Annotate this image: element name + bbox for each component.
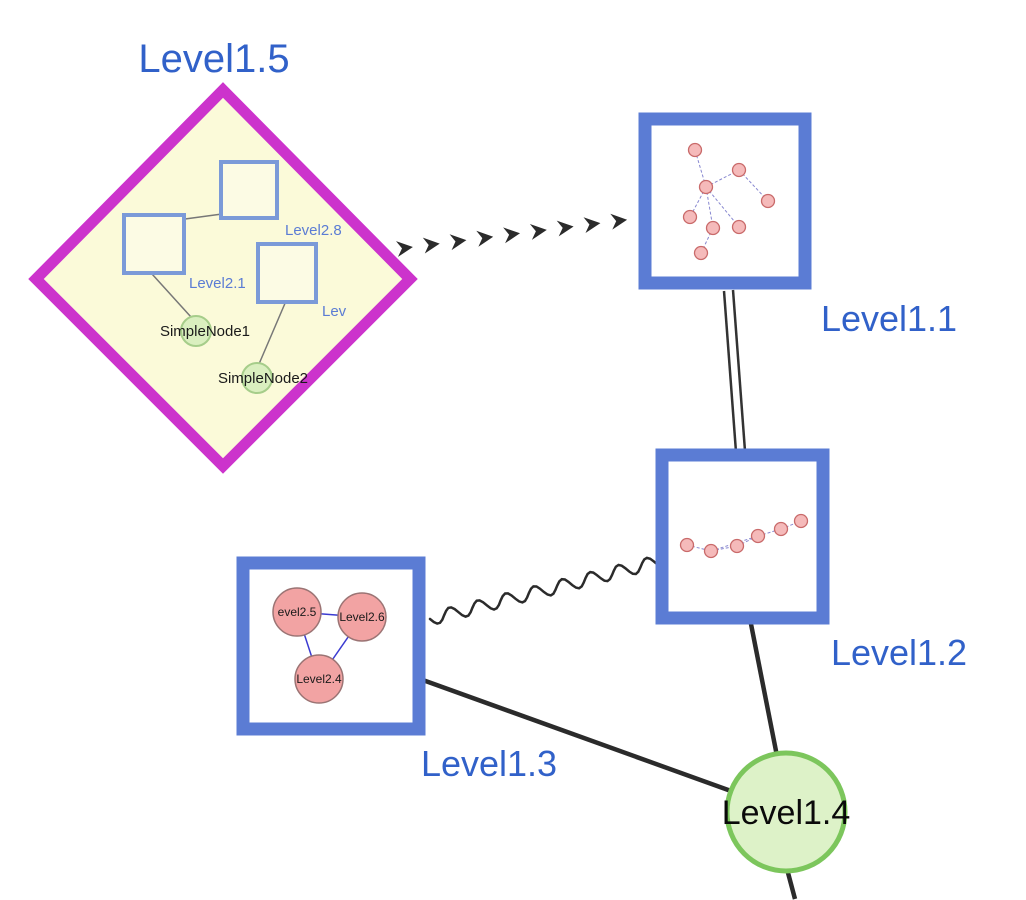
subgraph-node[interactable] bbox=[750, 528, 766, 544]
dashed-arrow-segment bbox=[610, 213, 628, 230]
dashed-arrow-level15-level11[interactable] bbox=[396, 213, 628, 257]
label-lev: Lev bbox=[322, 303, 347, 320]
node-level21[interactable] bbox=[122, 213, 186, 275]
label-level21: Level2.1 bbox=[189, 275, 246, 292]
subgraph-node[interactable] bbox=[705, 220, 721, 236]
label-level25: evel2.5 bbox=[278, 605, 317, 619]
node-level26[interactable] bbox=[337, 592, 387, 642]
subgraph-node[interactable] bbox=[703, 543, 719, 559]
inner-edge-level21-simplenode1 bbox=[151, 273, 192, 318]
node-level15-diamond[interactable]: Level2.8 Level2.1 Lev SimpleNode1 Simple… bbox=[28, 82, 418, 474]
label-level15: Level1.5 bbox=[138, 37, 289, 81]
dashed-arrow-segment bbox=[396, 241, 413, 257]
dashed-arrow-segment bbox=[449, 234, 467, 251]
label-simplenode1: SimpleNode1 bbox=[160, 323, 250, 340]
node-lev[interactable] bbox=[256, 242, 318, 304]
subgraph-node[interactable] bbox=[679, 537, 695, 553]
node-level12-box[interactable] bbox=[655, 448, 830, 625]
node-level14[interactable] bbox=[724, 750, 848, 874]
node-level25[interactable] bbox=[272, 587, 322, 637]
label-level26: Level2.6 bbox=[339, 610, 385, 624]
label-level11: Level1.1 bbox=[821, 298, 957, 339]
dashed-arrow-segment bbox=[476, 230, 494, 247]
level12-frame[interactable] bbox=[655, 448, 830, 625]
subgraph-node[interactable] bbox=[693, 245, 709, 261]
double-edge-line-1[interactable] bbox=[722, 290, 738, 453]
inner-edge-lev-simplenode2 bbox=[258, 300, 287, 365]
node-level28[interactable] bbox=[219, 160, 279, 220]
subgraph-node[interactable] bbox=[773, 521, 789, 537]
subgraph-edge bbox=[736, 535, 759, 547]
dashed-arrow-segment bbox=[503, 227, 520, 244]
level12-subgraph bbox=[679, 513, 809, 559]
node-level13-box[interactable]: evel2.5 Level2.6 Level2.4 bbox=[236, 556, 426, 736]
subgraph-node[interactable] bbox=[687, 142, 703, 158]
dashed-arrow-segment bbox=[583, 217, 601, 233]
node-simplenode1[interactable] bbox=[180, 315, 212, 347]
level11-subgraph bbox=[682, 142, 776, 261]
label-level14: Level1.4 bbox=[722, 794, 851, 832]
edge-level12-level14[interactable] bbox=[748, 623, 780, 757]
subgraph-node[interactable] bbox=[729, 538, 745, 554]
level13-frame[interactable] bbox=[236, 556, 426, 736]
subgraph-edge bbox=[710, 535, 759, 552]
label-level12: Level1.2 bbox=[831, 632, 967, 673]
level14-circle[interactable] bbox=[724, 750, 848, 874]
subgraph-node[interactable] bbox=[731, 162, 747, 178]
subgraph-node[interactable] bbox=[682, 209, 698, 225]
subgraph-node[interactable] bbox=[698, 179, 714, 195]
subgraph-node[interactable] bbox=[760, 193, 776, 209]
node-level11-box[interactable] bbox=[638, 112, 812, 290]
subgraph-edge bbox=[705, 186, 740, 228]
subgraph-node[interactable] bbox=[731, 219, 747, 235]
edge-level13-level14[interactable] bbox=[419, 676, 732, 794]
node-simplenode2[interactable] bbox=[241, 362, 273, 394]
edge-level14-stub[interactable] bbox=[784, 868, 798, 900]
level11-frame[interactable] bbox=[638, 112, 812, 290]
dashed-arrow-segment bbox=[422, 237, 440, 254]
subgraph-node[interactable] bbox=[793, 513, 809, 529]
label-level28: Level2.8 bbox=[285, 222, 342, 239]
dashed-arrow-segment bbox=[556, 220, 574, 237]
dashed-arrow-segment bbox=[529, 224, 547, 240]
node-level24[interactable] bbox=[294, 654, 344, 704]
double-edge-line-2[interactable] bbox=[731, 289, 747, 452]
label-level13: Level1.3 bbox=[421, 743, 557, 784]
diamond-shape[interactable] bbox=[28, 82, 418, 474]
edges-layer bbox=[396, 213, 798, 900]
wavy-edge-level13-level12[interactable] bbox=[428, 556, 659, 625]
label-level24: Level2.4 bbox=[296, 672, 342, 686]
inner-edge-level28-level21 bbox=[184, 213, 223, 220]
label-simplenode2: SimpleNode2 bbox=[218, 370, 308, 387]
